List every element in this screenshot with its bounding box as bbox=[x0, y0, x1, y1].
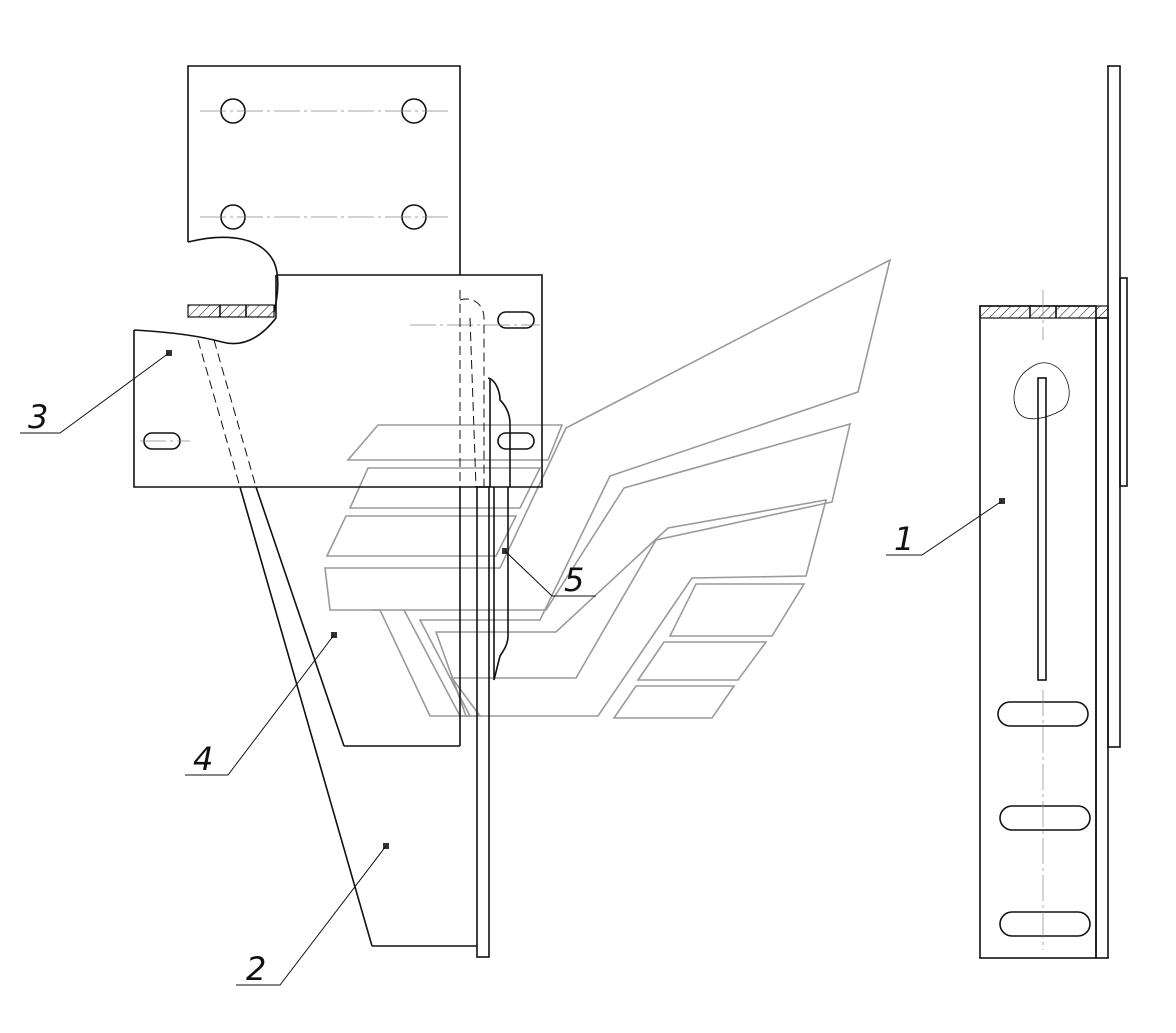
callout-label: 4 bbox=[193, 740, 213, 778]
slot-hole bbox=[999, 911, 1091, 937]
callout-4: 4 bbox=[185, 632, 337, 778]
hidden-lines bbox=[197, 290, 485, 488]
callout-label: 1 bbox=[894, 520, 914, 558]
slot-hole bbox=[497, 311, 535, 329]
callout-3: 3 bbox=[20, 350, 172, 436]
callout-label: 3 bbox=[28, 398, 48, 436]
callout-2: 2 bbox=[236, 843, 389, 988]
callout-1: 1 bbox=[886, 498, 1005, 558]
watermark-logo bbox=[324, 258, 892, 719]
slot-hole bbox=[999, 805, 1091, 831]
callout-label: 2 bbox=[246, 950, 266, 988]
mounting-plate bbox=[133, 274, 543, 488]
side-view bbox=[979, 65, 1128, 959]
upper-plate bbox=[187, 65, 461, 313]
hatched-section-left bbox=[187, 304, 275, 318]
callout-5: 5 bbox=[502, 548, 596, 599]
callout-label: 5 bbox=[564, 561, 584, 599]
bracket-body bbox=[239, 377, 511, 958]
slot-hole bbox=[497, 432, 535, 450]
